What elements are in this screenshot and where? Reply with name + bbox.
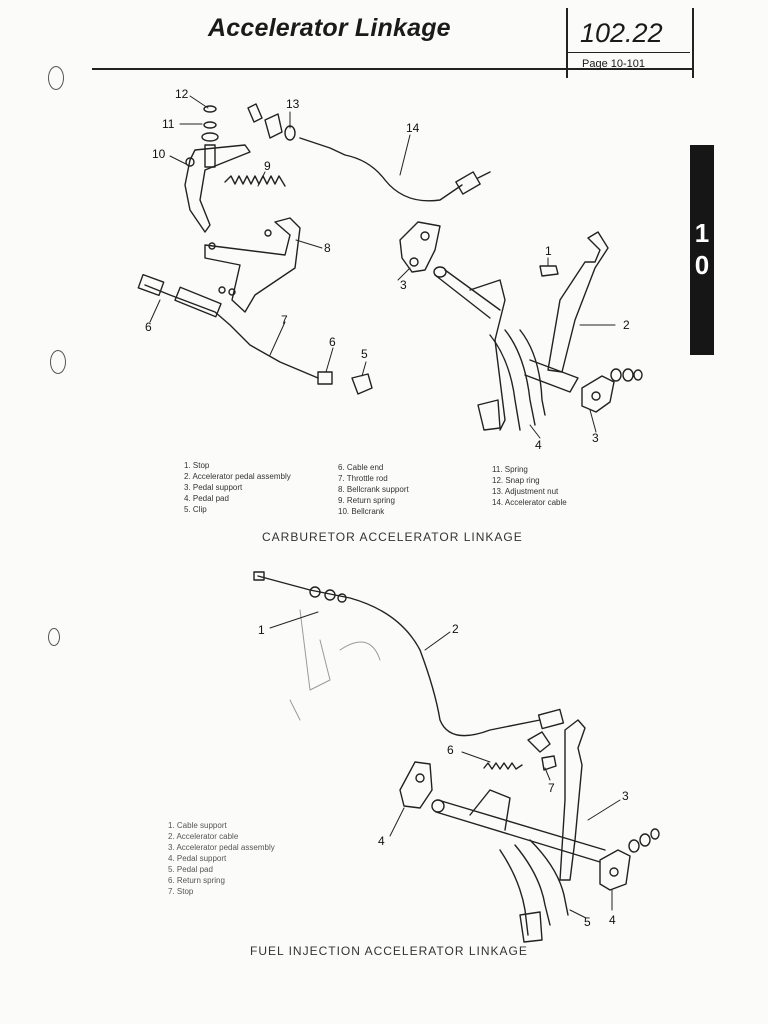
accelerator-pedal-part (431, 719, 606, 943)
legend-item: 3. Accelerator pedal assembly (168, 843, 275, 852)
figure2-callouts: 1 2 6 7 3 4 5 4 (258, 622, 629, 929)
callout-14: 14 (406, 121, 420, 135)
spring-part (201, 121, 219, 142)
figure1-callouts: 12 11 10 9 8 13 14 1 3 2 3 4 6 7 6 5 (145, 87, 630, 452)
legend-item: 14. Accelerator cable (492, 498, 567, 507)
callout-1: 1 (258, 623, 265, 637)
bellcrank-part (184, 144, 251, 233)
stop-part (527, 731, 557, 771)
figure1-caption: CARBURETOR ACCELERATOR LINKAGE (262, 530, 523, 544)
chapter-tab-digit: 0 (694, 250, 710, 280)
bellcrank-support-part (204, 217, 301, 313)
section-rule (568, 52, 690, 53)
callout-4: 4 (535, 438, 542, 452)
pedal-support-part (399, 761, 433, 809)
accelerator-pedal-part (433, 231, 609, 431)
callout-4-left: 4 (378, 834, 385, 848)
callout-3-right: 3 (592, 431, 599, 445)
accelerator-cable-part (247, 103, 491, 202)
legend-item: 7. Stop (168, 887, 194, 896)
legend-item: 5. Clip (184, 505, 207, 514)
return-spring-part (224, 175, 286, 187)
legend-item: 12. Snap ring (492, 476, 540, 485)
clip-part (351, 373, 373, 395)
legend-item: 3. Pedal support (184, 483, 243, 492)
callout-11: 11 (162, 117, 175, 131)
chapter-tab: 1 0 (690, 145, 714, 355)
callout-6-left: 6 (145, 320, 152, 334)
callout-7: 7 (281, 313, 288, 327)
callout-13: 13 (286, 97, 300, 111)
legend-item: 11. Spring (492, 465, 528, 474)
callout-9: 9 (264, 159, 271, 173)
header-rule (92, 68, 692, 70)
legend-item: 1. Stop (184, 461, 210, 470)
legend-item: 1. Cable support (168, 821, 227, 830)
callout-3-left: 3 (400, 278, 407, 292)
callout-12: 12 (175, 87, 189, 101)
callout-3: 3 (622, 789, 629, 803)
callout-10: 10 (152, 147, 166, 161)
legend-item: 13. Adjustment nut (492, 487, 559, 496)
binder-hole (48, 66, 64, 90)
legend-item: 2. Accelerator cable (168, 832, 239, 841)
legend-item: 2. Accelerator pedal assembly (184, 472, 291, 481)
callout-6-right: 6 (329, 335, 336, 349)
page-reference: Page 10-101 (582, 58, 645, 70)
figure1-legend-col1: 1. Stop 2. Accelerator pedal assembly 3.… (184, 460, 291, 515)
accelerator-cable-part (253, 571, 565, 737)
figure2-caption: FUEL INJECTION ACCELERATOR LINKAGE (250, 944, 528, 958)
callout-4-right: 4 (609, 913, 616, 927)
figure2-legend: 1. Cable support 2. Accelerator cable 3.… (168, 820, 275, 897)
chapter-tab-digit: 1 (694, 218, 710, 248)
section-box (566, 8, 694, 78)
leader-lines (149, 95, 616, 439)
legend-item: 5. Pedal pad (168, 865, 213, 874)
callout-5: 5 (361, 347, 368, 361)
legend-item: 7. Throttle rod (338, 474, 388, 483)
page-title: Accelerator Linkage (208, 14, 451, 42)
leader-lines (269, 611, 621, 919)
figure1-legend-col3: 11. Spring 12. Snap ring 13. Adjustment … (492, 464, 567, 508)
cable-support-part (289, 609, 381, 721)
binder-hole (50, 350, 66, 374)
snap-ring-part (203, 105, 217, 113)
legend-item: 9. Return spring (338, 496, 395, 505)
pedal-support-part (399, 221, 441, 273)
legend-item: 6. Cable end (338, 463, 384, 472)
legend-item: 4. Pedal support (168, 854, 227, 863)
return-spring-part (483, 762, 523, 770)
callout-5: 5 (584, 915, 591, 929)
callout-1: 1 (545, 244, 552, 258)
callout-2: 2 (452, 622, 459, 636)
legend-item: 6. Return spring (168, 876, 225, 885)
legend-item: 4. Pedal pad (184, 494, 229, 503)
section-number: 102.22 (580, 18, 663, 48)
figure1-legend-col2: 6. Cable end 7. Throttle rod 8. Bellcran… (338, 462, 409, 517)
pedal-support-part (599, 828, 660, 891)
pedal-support-part (581, 368, 643, 413)
callout-7: 7 (548, 781, 555, 795)
callout-6: 6 (447, 743, 454, 757)
callout-2: 2 (623, 318, 630, 332)
binder-hole (48, 628, 60, 646)
throttle-rod-part (137, 273, 333, 385)
callout-8: 8 (324, 241, 331, 255)
legend-item: 10. Bellcrank (338, 507, 385, 516)
legend-item: 8. Bellcrank support (338, 485, 409, 494)
stop-part (539, 265, 559, 277)
